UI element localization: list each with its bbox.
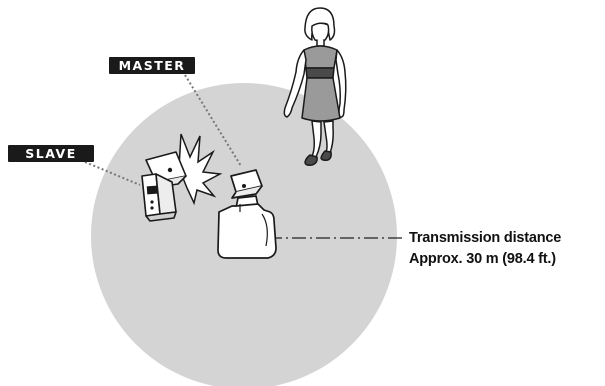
flash-burst-icon: [178, 133, 223, 206]
transmission-distance-label: Transmission distance: [409, 230, 562, 246]
master-label: MASTER: [109, 57, 195, 74]
slave-leader-line: [84, 161, 141, 186]
camera-with-master-flash-icon: [217, 169, 277, 259]
slave-speedlite-icon: [141, 151, 187, 222]
slave-label: SLAVE: [8, 145, 94, 162]
woman-figure-icon: [283, 7, 347, 166]
transmission-distance-value: Approx. 30 m (98.4 ft.): [409, 251, 556, 267]
